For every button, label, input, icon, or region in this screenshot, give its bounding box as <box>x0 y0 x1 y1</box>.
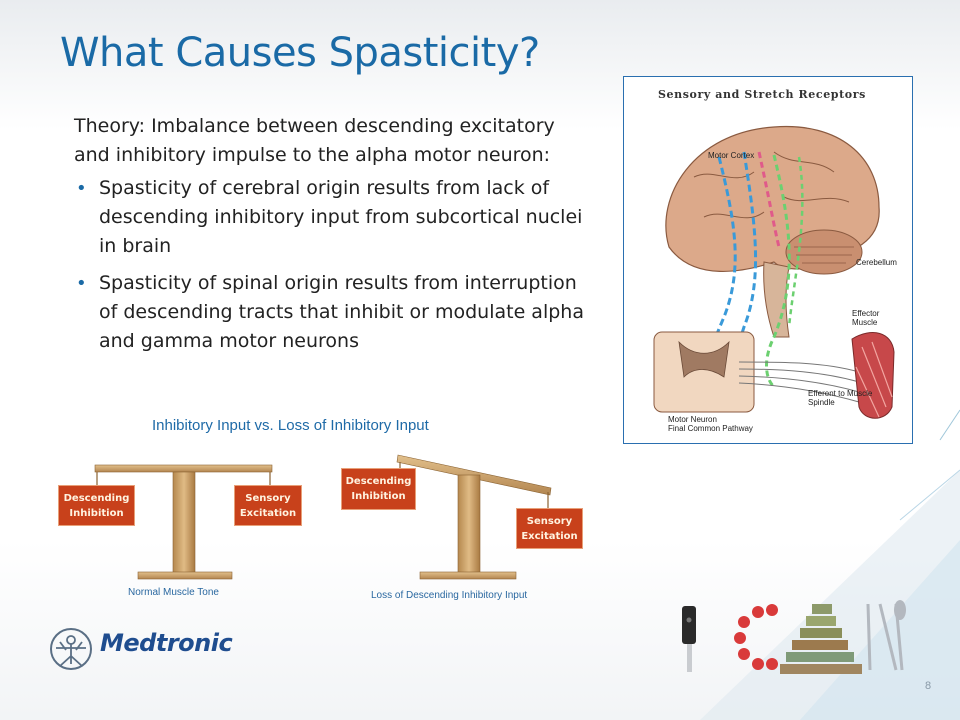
buttons-letter-icon <box>734 604 778 670</box>
car-key-icon <box>682 606 696 672</box>
body-text: Theory: Imbalance between descending exc… <box>74 112 594 364</box>
medtronic-emblem-icon <box>50 628 92 670</box>
page-title: What Causes Spasticity? <box>60 30 540 76</box>
right-scale-excitation-box: Sensory Excitation <box>516 508 583 549</box>
bullet-list: • Spasticity of cerebral origin results … <box>74 174 594 356</box>
scale-normal <box>94 464 273 580</box>
bullet-icon: • <box>76 273 87 294</box>
label-efferent: Efferent to Muscle Spindle <box>808 389 873 407</box>
label-effector-muscle: Effector Muscle <box>852 309 880 327</box>
left-scale-caption: Normal Muscle Tone <box>128 587 219 598</box>
figure-title: Sensory and Stretch Receptors <box>658 88 866 101</box>
cutlery-icon <box>866 600 906 671</box>
bullet-icon: • <box>76 178 87 199</box>
receptor-figure: Sensory and Stretch Receptors <box>623 76 913 444</box>
company-logo: Medtronic <box>48 626 258 672</box>
scales-caption: Inhibitory Input vs. Loss of Inhibitory … <box>152 417 429 434</box>
label-cerebellum: Cerebellum <box>856 258 897 267</box>
left-scale-inhibition-box: Descending Inhibition <box>58 485 135 526</box>
bullet-text: Spasticity of cerebral origin results fr… <box>99 177 583 257</box>
label-final-pathway: Final Common Pathway <box>668 424 753 433</box>
bullet-item: • Spasticity of spinal origin results fr… <box>74 269 594 356</box>
bullet-item: • Spasticity of cerebral origin results … <box>74 174 594 261</box>
bullet-text: Spasticity of spinal origin results from… <box>99 272 584 352</box>
brain-spinal-illustration <box>653 125 895 419</box>
logo-text: Medtronic <box>100 629 233 657</box>
left-scale-excitation-box: Sensory Excitation <box>234 485 302 526</box>
scale-loss <box>396 454 552 580</box>
label-motor-neuron: Motor Neuron <box>668 415 717 424</box>
lego-stack-icon <box>780 604 862 674</box>
page-number: 8 <box>925 680 932 692</box>
right-scale-caption: Loss of Descending Inhibitory Input <box>371 590 528 601</box>
right-scale-inhibition-box: Descending Inhibition <box>341 468 416 510</box>
intro-text: Theory: Imbalance between descending exc… <box>74 115 555 166</box>
label-motor-cortex: Motor Cortex <box>708 151 755 160</box>
